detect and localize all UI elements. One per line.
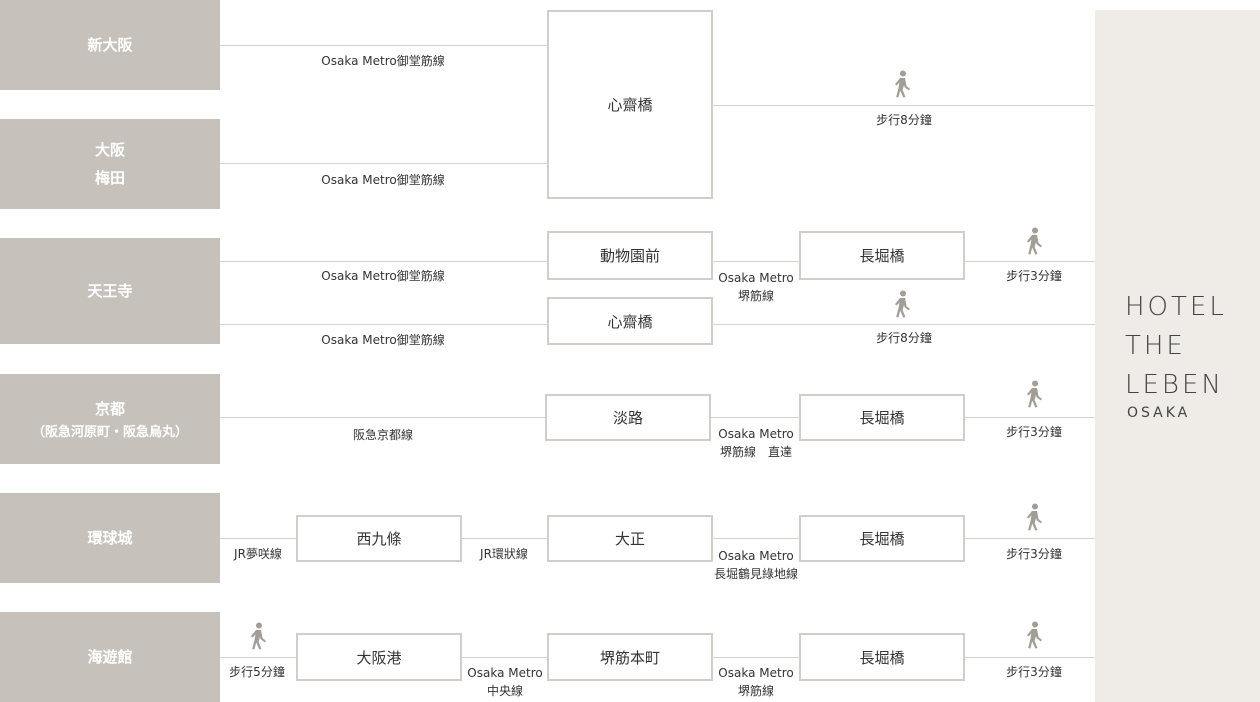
line-label-operator: Osaka Metro: [467, 666, 543, 680]
walk-time-label: 步行3分鐘: [1006, 425, 1062, 439]
line-label-name: 堺筋線: [737, 289, 775, 303]
origin-name: 京都: [94, 400, 125, 418]
origin-kyoto: 京都 （阪急河原町・阪急烏丸）: [0, 374, 220, 464]
station-shinsaibashi-main: 心齋橋: [547, 10, 713, 199]
station-osakako: 大阪港: [296, 633, 462, 681]
origin-name: 海遊館: [87, 648, 133, 666]
station-taisho: 大正: [547, 515, 713, 562]
station-nagahoribashi: 長堀橋: [799, 633, 965, 681]
origin-kankyujo: 環球城: [0, 493, 220, 583]
line-label: Osaka Metro 堺筋線: [718, 269, 793, 305]
route-line: [220, 45, 548, 46]
station-shinsaibashi: 心齋橋: [547, 297, 713, 345]
walking-person-icon: [1027, 227, 1042, 255]
line-label: Osaka Metro 中央線: [467, 664, 542, 700]
walking-person-icon: [1027, 503, 1042, 531]
line-label: Osaka Metro 堺筋線: [718, 664, 793, 700]
line-label: JR夢咲線: [234, 547, 282, 561]
line-label: 阪急京都線: [352, 428, 414, 442]
station-nagahoribashi: 長堀橋: [799, 394, 965, 441]
line-label: Osaka Metro 長堀鶴見綠地線: [714, 547, 798, 583]
line-label-operator: Osaka Metro: [718, 427, 794, 441]
line-label-name: 堺筋線: [737, 684, 775, 698]
walking-person-icon: [251, 622, 266, 650]
station-nagahoribashi: 長堀橋: [799, 515, 965, 562]
hotel-name-line: HOTEL: [1125, 292, 1227, 322]
station-sakaisuji-honmachi: 堺筋本町: [547, 633, 713, 681]
line-label: Osaka Metro御堂筋線: [321, 333, 445, 347]
hotel-logo-text: HOTEL THE LEBEN: [1125, 288, 1227, 405]
origin-name-sub: （阪急河原町・阪急烏丸）: [31, 425, 188, 440]
origin-osaka-umeda: 大阪 梅田: [0, 119, 220, 209]
station-nagahoribashi: 長堀橋: [799, 231, 965, 280]
walking-person-icon: [895, 70, 910, 98]
walk-time-label: 步行8分鐘: [876, 113, 932, 127]
line-label-name: 長堀鶴見綠地線: [713, 567, 799, 581]
origin-name: 環球城: [87, 529, 133, 547]
origin-name: 大阪: [94, 141, 125, 159]
station-nishikujo: 西九條: [296, 515, 462, 562]
station-dobutsuen-mae: 動物園前: [547, 231, 713, 280]
station-awaji: 淡路: [545, 394, 711, 441]
route-line: [712, 105, 1095, 106]
line-label: JR環狀線: [480, 547, 528, 561]
hotel-name-line: THE: [1125, 331, 1186, 361]
origin-shin-osaka: 新大阪: [0, 0, 220, 90]
hotel-city: OSAKA: [1127, 405, 1191, 421]
origin-tennoji: 天王寺: [0, 238, 220, 344]
line-label: Osaka Metro御堂筋線: [321, 173, 445, 187]
origin-name: 新大阪: [87, 36, 133, 54]
walk-time-label: 步行3分鐘: [1006, 269, 1062, 283]
origin-kaiyukan: 海遊館: [0, 612, 220, 702]
walking-person-icon: [1027, 380, 1042, 408]
line-label-name: 中央線: [486, 684, 524, 698]
line-label: Osaka Metro御堂筋線: [321, 269, 445, 283]
walking-person-icon: [895, 290, 910, 318]
walk-time-label: 步行5分鐘: [229, 665, 285, 679]
hotel-name-line: LEBEN: [1125, 370, 1224, 400]
line-label: Osaka Metro御堂筋線: [321, 54, 445, 68]
line-label-operator: Osaka Metro: [718, 666, 794, 680]
line-label: Osaka Metro 堺筋線 直達: [718, 425, 793, 461]
origin-name-line2: 梅田: [94, 169, 125, 187]
origin-name: 天王寺: [87, 282, 133, 300]
route-line: [220, 163, 548, 164]
hotel-panel: HOTEL THE LEBEN OSAKA: [1095, 10, 1260, 702]
line-label-name: 堺筋線 直達: [719, 445, 793, 459]
walk-time-label: 步行3分鐘: [1006, 547, 1062, 561]
line-label-operator: Osaka Metro: [718, 271, 794, 285]
walking-person-icon: [1027, 621, 1042, 649]
line-label-operator: Osaka Metro: [718, 549, 794, 563]
walk-time-label: 步行3分鐘: [1006, 665, 1062, 679]
walk-time-label: 步行8分鐘: [876, 331, 932, 345]
